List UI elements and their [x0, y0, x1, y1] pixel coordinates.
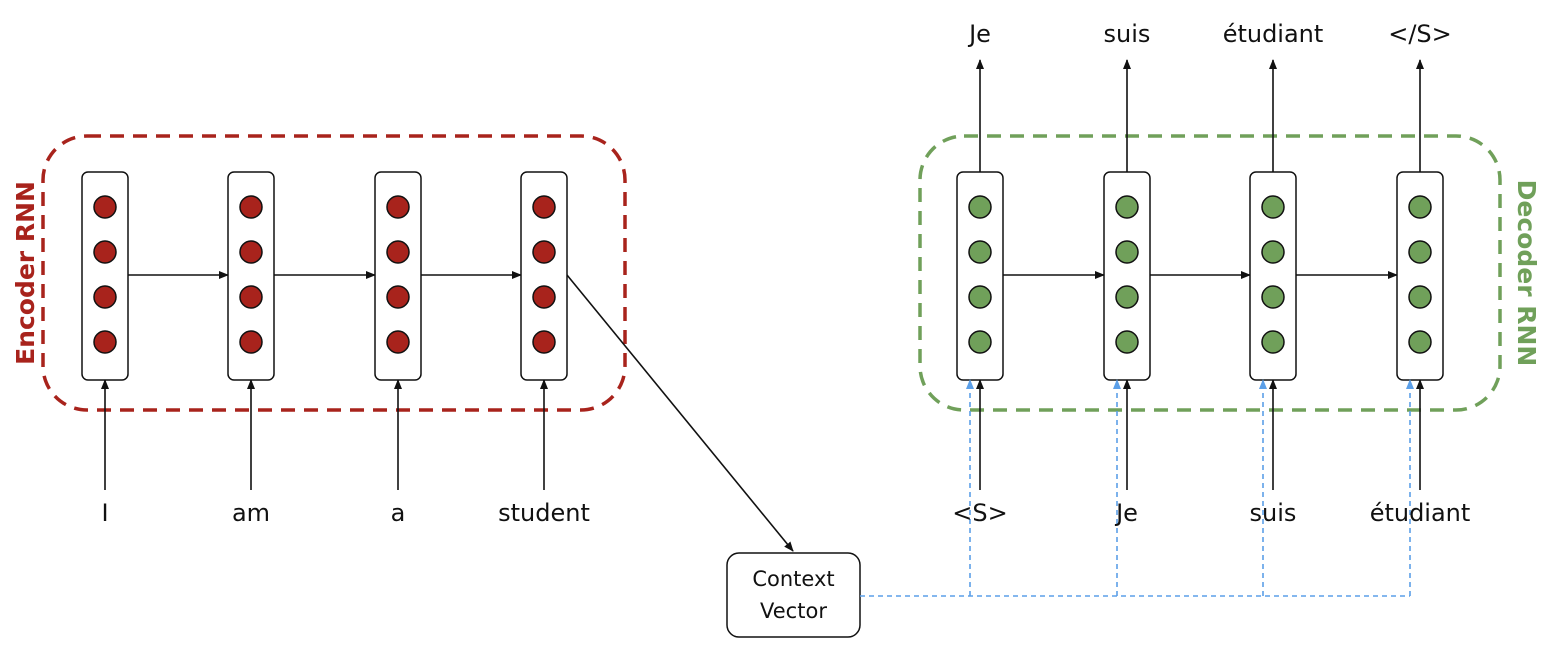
encoder-cell	[520, 171, 568, 381]
encoder-unit-dot	[386, 240, 410, 264]
encoder-unit-dot	[93, 195, 117, 219]
encoder-cell-box	[520, 171, 568, 381]
decoder-unit-dot	[1261, 195, 1285, 219]
decoder-unit-dot	[1115, 240, 1139, 264]
encoder-cell	[374, 171, 422, 381]
encoder-unit-dot	[532, 285, 556, 309]
decoder-cell-box	[1103, 171, 1151, 381]
decoder-unit-dot	[1408, 240, 1432, 264]
encoder-unit-dot	[239, 195, 263, 219]
encoder-unit-dot	[386, 330, 410, 354]
encoder-input-word: am	[232, 499, 270, 527]
encoder-unit-dot	[386, 285, 410, 309]
decoder-unit-dot	[1261, 240, 1285, 264]
encoder-group-outline	[41, 134, 627, 412]
decoder-unit-dot	[968, 285, 992, 309]
encoder-cell-box	[374, 171, 422, 381]
decoder-unit-dot	[1115, 285, 1139, 309]
encoder-input-word: I	[101, 499, 108, 527]
decoder-output-word: </S>	[1388, 20, 1452, 48]
decoder-output-word: Je	[967, 20, 991, 48]
decoder-unit-dot	[1261, 285, 1285, 309]
decoder-unit-dot	[968, 330, 992, 354]
recurrent-links	[101, 59, 1424, 552]
encoder-unit-dot	[239, 240, 263, 264]
decoder-unit-dot	[1408, 285, 1432, 309]
decoder-cell	[1396, 171, 1444, 381]
context-vector-line1: Context	[752, 567, 834, 591]
decoder-unit-dot	[968, 195, 992, 219]
decoder-output-word: suis	[1104, 20, 1151, 48]
encoder-cell	[227, 171, 275, 381]
decoder-cell-box	[1396, 171, 1444, 381]
decoder-cells	[956, 171, 1444, 381]
encoder-unit-dot	[532, 330, 556, 354]
encoder-unit-dot	[93, 330, 117, 354]
encoder-input-word: a	[391, 499, 406, 527]
decoder-unit-dot	[968, 240, 992, 264]
decoder-cell-box	[1249, 171, 1297, 381]
encoder-unit-dot	[93, 285, 117, 309]
encoder-unit-dot	[239, 330, 263, 354]
encoder-cell-box	[81, 171, 129, 381]
context-vector-line2: Vector	[760, 599, 827, 623]
context-vector-box	[726, 552, 861, 638]
decoder-cell	[1249, 171, 1297, 381]
decoder-label: Decoder RNN	[1512, 180, 1541, 367]
decoder-cell-box	[956, 171, 1004, 381]
encoder-unit-dot	[239, 285, 263, 309]
decoder-unit-dot	[1408, 195, 1432, 219]
encoder-input-word: student	[498, 499, 590, 527]
encoder-cell-box	[227, 171, 275, 381]
decoder-output-word: étudiant	[1223, 20, 1324, 48]
decoder-unit-dot	[1115, 330, 1139, 354]
encoder-cell	[81, 171, 129, 381]
encoder-unit-dot	[532, 240, 556, 264]
encoder-label: Encoder RNN	[11, 181, 40, 365]
decoder-group-outline	[918, 134, 1502, 412]
decoder-input-word: suis	[1250, 499, 1297, 527]
decoder-cell	[956, 171, 1004, 381]
decoder-input-word: Je	[1114, 499, 1138, 527]
decoder-unit-dot	[1115, 195, 1139, 219]
decoder-cell	[1103, 171, 1151, 381]
decoder-input-word: <S>	[952, 499, 1007, 527]
decoder-unit-dot	[1408, 330, 1432, 354]
encoder-to-context-arrow	[566, 274, 794, 552]
encoder-unit-dot	[93, 240, 117, 264]
encoder-unit-dot	[386, 195, 410, 219]
decoder-input-word: étudiant	[1370, 499, 1471, 527]
context-vector: Context Vector	[726, 552, 861, 638]
context-links	[860, 379, 1414, 597]
encoder-unit-dot	[532, 195, 556, 219]
decoder-unit-dot	[1261, 330, 1285, 354]
encoder-cells	[81, 171, 568, 381]
